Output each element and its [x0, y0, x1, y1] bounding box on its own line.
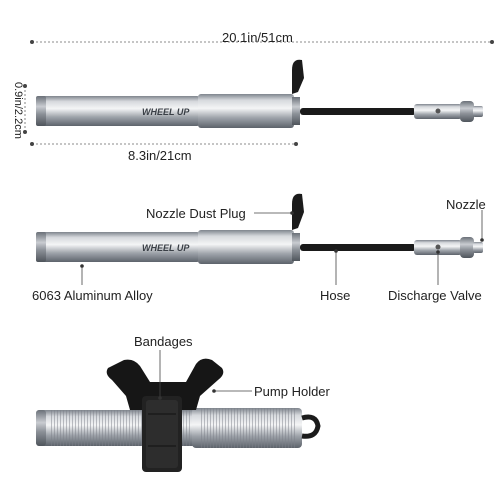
aluminum-alloy-label: 6063 Aluminum Alloy [32, 288, 153, 303]
pump-bottom [36, 350, 321, 472]
brand-logo-middle: WHEEL UP [142, 243, 190, 253]
total-length-label: 20.1in/51cm [222, 30, 293, 45]
dust-plug-middle [292, 193, 304, 230]
nozzle-dust-plug-label: Nozzle Dust Plug [146, 206, 246, 221]
hose-label: Hose [320, 288, 351, 303]
dust-plug-top [292, 59, 304, 94]
pump-middle: WHEEL UP [36, 193, 484, 285]
bandages-label: Bandages [134, 334, 193, 349]
pump-top: WHEEL UP [23, 40, 494, 146]
barrel-length-label: 8.3in/21cm [128, 148, 192, 163]
pump-holder-shape [106, 358, 224, 410]
diameter-label: 0.9in/2.2cm [12, 82, 24, 139]
brand-logo-top: WHEEL UP [142, 107, 190, 117]
pump-holder-label: Pump Holder [254, 384, 330, 399]
nozzle-label: Nozzle [446, 197, 486, 212]
discharge-valve-label: Discharge Valve [388, 288, 482, 303]
